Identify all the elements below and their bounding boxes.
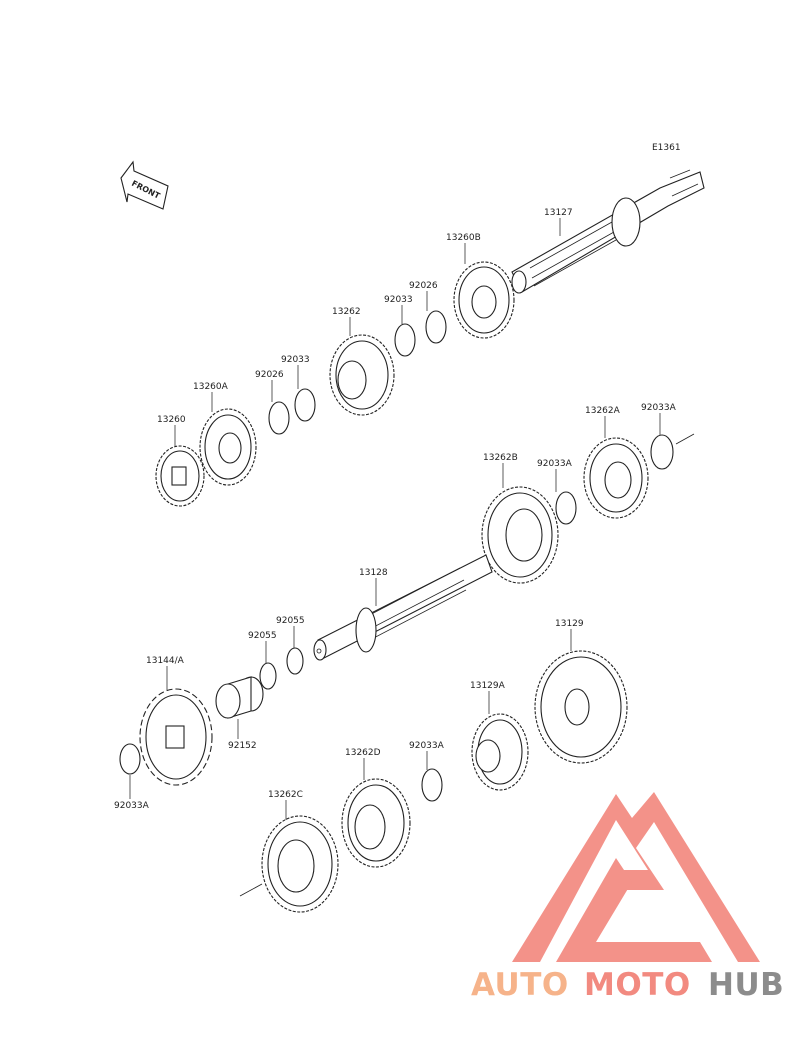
label-92033A-right: 92033A — [641, 403, 677, 413]
label-13262: 13262 — [332, 307, 361, 317]
label-13128: 13128 — [359, 568, 388, 578]
label-13262B: 13262B — [483, 453, 518, 463]
label-13127: 13127 — [544, 208, 573, 218]
label-13262C: 13262C — [268, 790, 303, 800]
automotohub-wordmark: AUTO MOTO HUB — [471, 967, 784, 1003]
ring-92026-mid — [268, 401, 290, 435]
gear-13262 — [329, 334, 395, 416]
label-13262D: 13262D — [345, 748, 381, 758]
circlip-92033A-left — [119, 743, 141, 775]
wordmark-auto: AUTO — [471, 967, 569, 1003]
direction-arrow-right — [675, 433, 695, 445]
label-92152: 92152 — [228, 741, 257, 751]
gear-13262D — [341, 778, 411, 868]
label-13262A: 13262A — [585, 406, 621, 416]
gear-13262C — [261, 815, 339, 913]
wordmark-moto: MOTO — [584, 967, 691, 1003]
wordmark-hub: HUB — [708, 967, 784, 1003]
automotohub-logo — [512, 792, 760, 962]
gear-13260A — [199, 408, 257, 486]
label-13260B: 13260B — [446, 233, 481, 243]
gear-13129 — [534, 650, 628, 764]
shaft-13128 — [313, 554, 493, 661]
gear-13262A — [583, 437, 649, 519]
label-92055-a: 92055 — [248, 631, 277, 641]
circlip-92033A-low — [421, 768, 443, 802]
label-13144A: 13144/A — [146, 656, 185, 666]
collar-92152 — [215, 676, 264, 719]
label-13260A: 13260A — [193, 382, 229, 392]
label-92055-b: 92055 — [276, 616, 305, 626]
circlip-92033A-right — [650, 434, 674, 470]
front-arrow-icon: FRONT — [120, 160, 169, 210]
gear-13129A — [471, 713, 529, 791]
label-92033A-mid: 92033A — [537, 459, 573, 469]
label-13129A: 13129A — [470, 681, 506, 691]
gear-13262B — [481, 486, 559, 584]
ring-92026-upper — [425, 310, 447, 344]
gear-13260 — [155, 445, 205, 507]
ring-92055-a — [286, 647, 304, 675]
shaft-13127 — [511, 169, 705, 294]
label-92033A-low: 92033A — [409, 741, 445, 751]
gear-13260B — [453, 261, 515, 339]
label-13129: 13129 — [555, 619, 584, 629]
diagram-code: E1361 — [652, 143, 681, 153]
label-92026-upper: 92026 — [409, 281, 438, 291]
label-13260: 13260 — [157, 415, 186, 425]
circlip-92033-mid — [294, 388, 316, 422]
part-labels: 13127 13260B 92026 92033 13262 92033 920… — [114, 208, 677, 820]
label-92026-mid: 92026 — [255, 370, 284, 380]
label-92033-upper: 92033 — [384, 295, 413, 305]
circlip-92033A-mid — [555, 491, 577, 525]
label-92033-mid: 92033 — [281, 355, 310, 365]
sprocket-13144A — [139, 688, 213, 786]
ring-92055-b — [259, 662, 277, 690]
direction-arrow-left — [239, 883, 263, 897]
label-92033A-left: 92033A — [114, 801, 150, 811]
circlip-92033-upper — [394, 323, 416, 357]
